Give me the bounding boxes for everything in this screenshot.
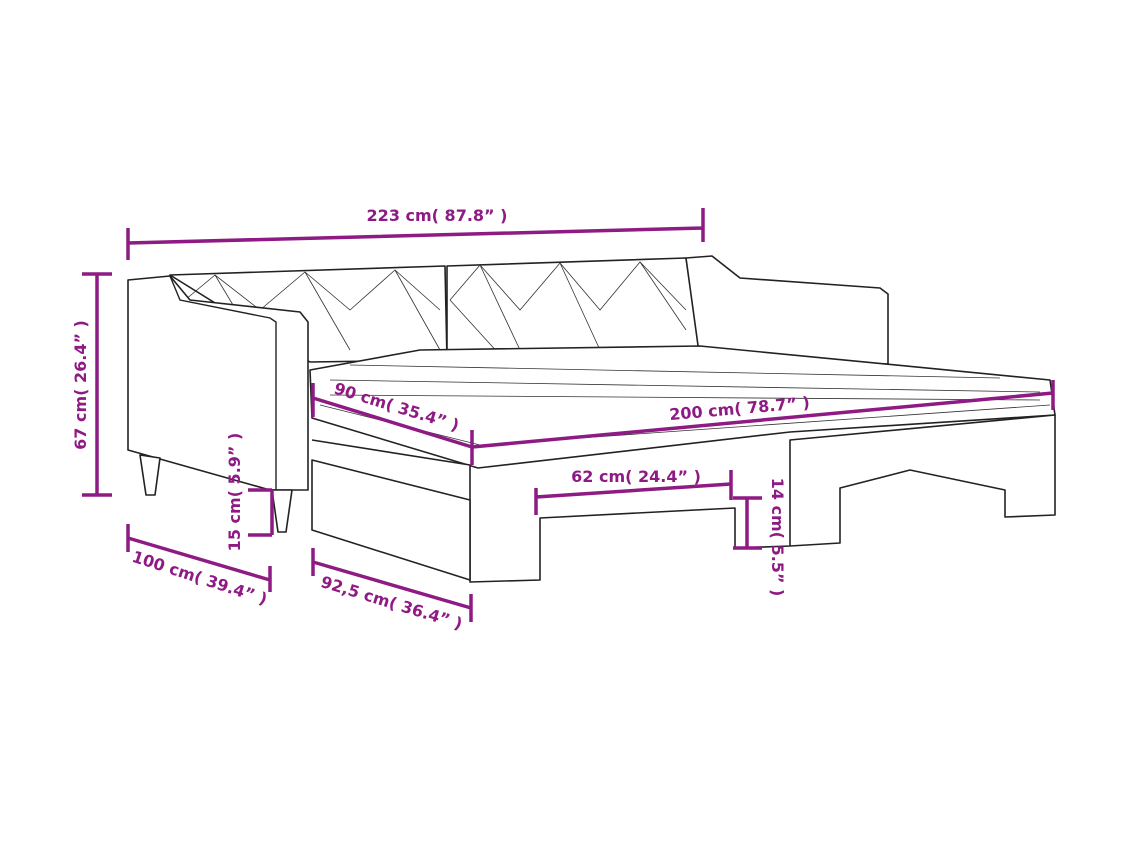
leg-height-label: 15 cm( 5.9” ) [225,433,244,552]
leg [139,454,161,496]
trundle-frame [311,414,1056,583]
trundle-clearance-label: 14 cm( 5.5” ) [768,478,787,597]
trundle-opening-label: 62 cm( 24.4” ) [571,467,701,486]
left-armrest [127,275,309,491]
leg [271,489,293,533]
total-width-label: 223 cm( 87.8” ) [367,206,508,225]
height-label: 67 cm( 26.4” ) [71,320,90,450]
trundle-depth-label: 92,5 cm( 36.4” ) [319,572,465,633]
dimension-lines [82,208,1055,622]
total-depth-label: 100 cm( 39.4” ) [130,547,270,609]
backrest [169,257,701,363]
